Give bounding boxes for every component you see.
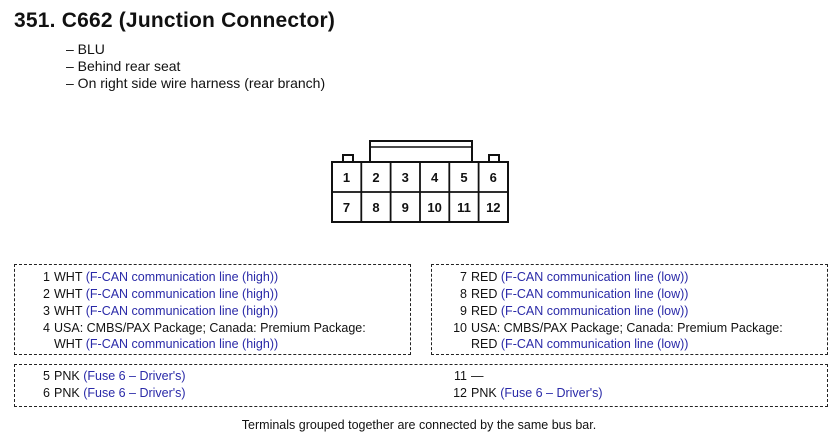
terminal-row: 11— [454,369,484,383]
detail-color: – BLU [66,41,105,57]
pin-3: 3 [402,170,409,185]
group2-box [14,364,828,407]
lock-tab [369,140,473,164]
detail-location: – Behind rear seat [66,58,181,74]
pin-8: 8 [372,200,379,215]
pin-7: 7 [343,200,350,215]
pin-1: 1 [343,170,350,185]
group1-left-box [14,264,411,355]
pin-2: 2 [372,170,379,185]
pin-4: 4 [431,170,439,185]
page-title: 351. C662 (Junction Connector) [14,9,336,32]
terminal-row-continued: RED (F-CAN communication line (low)) [471,337,689,351]
pin-6: 6 [490,170,497,185]
detail-harness: – On right side wire harness (rear branc… [66,75,326,91]
pin-5: 5 [460,170,467,185]
connector-details: – BLU – Behind rear seat – On right side… [66,41,325,92]
pin-10: 10 [427,200,441,215]
footer-note: Terminals grouped together are connected… [241,418,597,432]
connector-diagram: 1 2 3 4 5 6 7 8 9 10 11 12 [331,140,509,223]
pin-11: 11 [457,200,471,215]
pin-12: 12 [486,200,500,215]
pin-9: 9 [402,200,409,215]
group1-right-box [431,264,828,355]
terminal-row-continued: WHT (F-CAN communication line (high)) [54,337,279,351]
